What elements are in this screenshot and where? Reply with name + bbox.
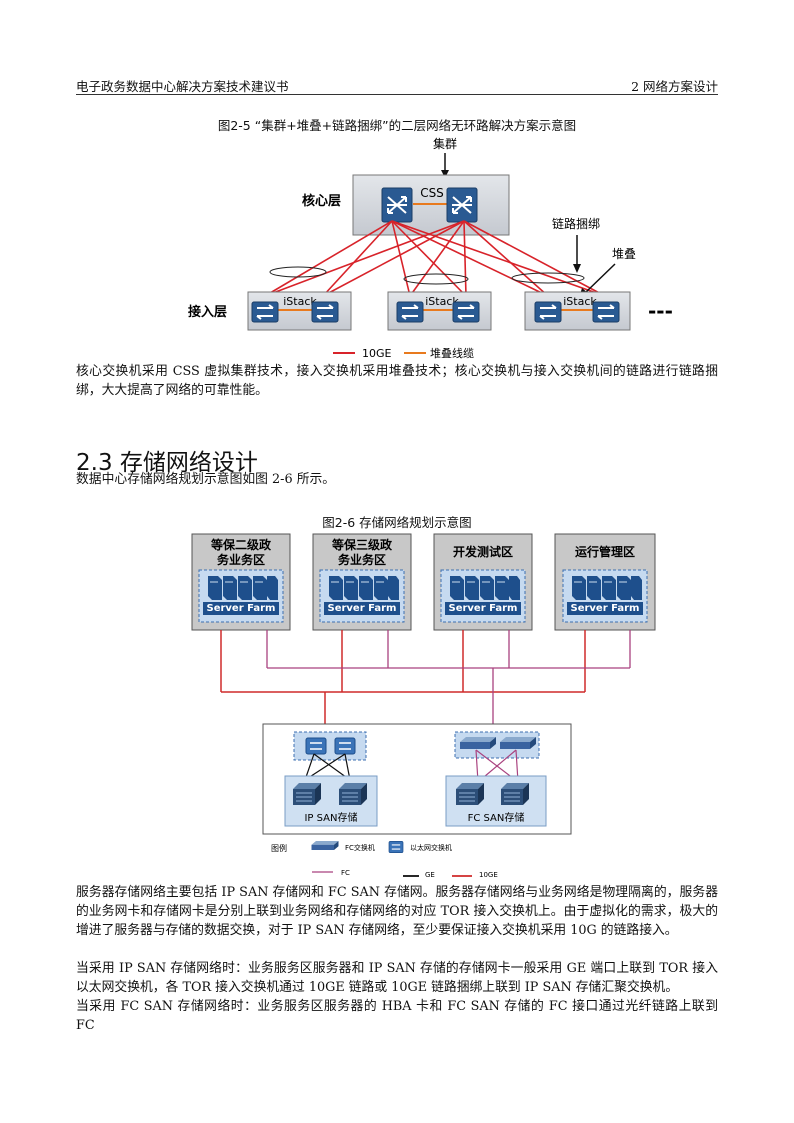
svg-text:Server Farm: Server Farm bbox=[571, 603, 640, 614]
stack-label: 堆叠 bbox=[612, 247, 636, 261]
header-doc-title: 电子政务数据中心解决方案技术建议书 bbox=[76, 79, 289, 94]
core-switch-right bbox=[446, 187, 478, 223]
ip-storage-2 bbox=[338, 782, 368, 806]
paragraph-core-switch: 核心交换机采用 CSS 虚拟集群技术，接入交换机采用堆叠技术；核心交换机与接入交… bbox=[76, 364, 718, 398]
more-ellipsis: --- bbox=[648, 299, 673, 323]
svg-text:Server Farm: Server Farm bbox=[449, 603, 518, 614]
svg-text:FC交换机: FC交换机 bbox=[345, 843, 375, 852]
core-layer-label: 核心层 bbox=[302, 193, 341, 209]
access-layer-label: 接入层 bbox=[188, 304, 227, 320]
legend-10ge-label: 10GE bbox=[362, 347, 392, 360]
fc-storage-2 bbox=[500, 782, 530, 806]
zone-4: 运行管理区 Server Farm bbox=[554, 533, 656, 631]
svg-text:iStack: iStack bbox=[563, 295, 597, 308]
header-chapter: 2 网络方案设计 bbox=[631, 79, 718, 94]
zone-1: 等保二级政 务业务区 Server Farm bbox=[191, 533, 291, 631]
css-label: CSS bbox=[420, 186, 444, 200]
svg-text:GE: GE bbox=[425, 871, 435, 879]
bundle-label: 链路捆绑 bbox=[552, 216, 600, 231]
ip-storage-1 bbox=[292, 782, 322, 806]
fc-switch-left bbox=[460, 737, 496, 749]
figure-2-6-legend: 图例 FC交换机 以太网交换机 FC GE 10GE bbox=[271, 840, 498, 879]
fc-switch-right bbox=[500, 737, 536, 749]
access-group-1: iStack bbox=[247, 291, 352, 331]
ip-san-label: IP SAN存储 bbox=[304, 811, 357, 824]
svg-text:Server Farm: Server Farm bbox=[328, 603, 397, 614]
paragraph-storage-overview: 服务器存储网络主要包括 IP SAN 存储网和 FC SAN 存储网。服务器存储… bbox=[76, 885, 718, 938]
paragraph-fc-san: 当采用 FC SAN 存储网络时：业务服务区服务器的 HBA 卡和 FC SAN… bbox=[76, 999, 718, 1033]
svg-text:等保三级政: 等保三级政 bbox=[331, 537, 393, 552]
svg-text:务业务区: 务业务区 bbox=[217, 552, 265, 567]
fc-san-label: FC SAN存储 bbox=[468, 811, 525, 824]
zone-2: 等保三级政 务业务区 Server Farm bbox=[312, 533, 412, 631]
figure-2-5-diagram: 集群 核心层 CSS 链路捆绑 堆叠 iStack iStack bbox=[188, 136, 673, 360]
svg-text:务业务区: 务业务区 bbox=[338, 552, 386, 567]
svg-text:FC: FC bbox=[341, 869, 350, 877]
core-switch-left bbox=[381, 187, 413, 223]
zone-3: 开发测试区 Server Farm bbox=[433, 533, 533, 631]
figure-2-6-caption: 图2-6 存储网络规划示意图 bbox=[322, 515, 472, 530]
figure-2-5-caption: 图2-5 “集群+堆叠+链路捆绑”的二层网络无环路解决方案示意图 bbox=[217, 118, 577, 133]
legend-stack-label: 堆叠线缆 bbox=[430, 346, 474, 360]
access-group-3: iStack bbox=[524, 291, 631, 331]
svg-text:等保二级政: 等保二级政 bbox=[210, 537, 272, 552]
svg-text:10GE: 10GE bbox=[479, 871, 498, 879]
bundle-ellipses bbox=[269, 266, 585, 285]
fc-storage-1 bbox=[455, 782, 485, 806]
ip-switch-right bbox=[334, 737, 356, 755]
svg-text:iStack: iStack bbox=[425, 295, 459, 308]
access-group-2: iStack bbox=[387, 291, 492, 331]
fc-san-uplinks bbox=[266, 630, 631, 732]
section-intro: 数据中心存储网络规划示意图如图 2-6 所示。 bbox=[76, 472, 336, 487]
figure-2-6-diagram: 等保二级政 务业务区 Server Farm 等保三级政 务业务区 Server… bbox=[191, 533, 656, 879]
ip-switch-left bbox=[305, 737, 327, 755]
svg-text:iStack: iStack bbox=[283, 295, 317, 308]
paragraph-ip-san: 当采用 IP SAN 存储网络时：业务服务区服务器和 IP SAN 存储的存储网… bbox=[76, 961, 718, 995]
svg-text:Server Farm: Server Farm bbox=[207, 603, 276, 614]
cluster-label: 集群 bbox=[433, 136, 457, 151]
svg-text:开发测试区: 开发测试区 bbox=[453, 544, 513, 559]
svg-text:以太网交换机: 以太网交换机 bbox=[410, 843, 452, 852]
page-header: 电子政务数据中心解决方案技术建议书 2 网络方案设计 bbox=[76, 76, 718, 95]
svg-text:图例: 图例 bbox=[271, 843, 287, 853]
section-heading: 2.3 存储网络设计 bbox=[76, 450, 258, 476]
10ge-links bbox=[264, 220, 606, 297]
svg-text:运行管理区: 运行管理区 bbox=[575, 544, 635, 559]
